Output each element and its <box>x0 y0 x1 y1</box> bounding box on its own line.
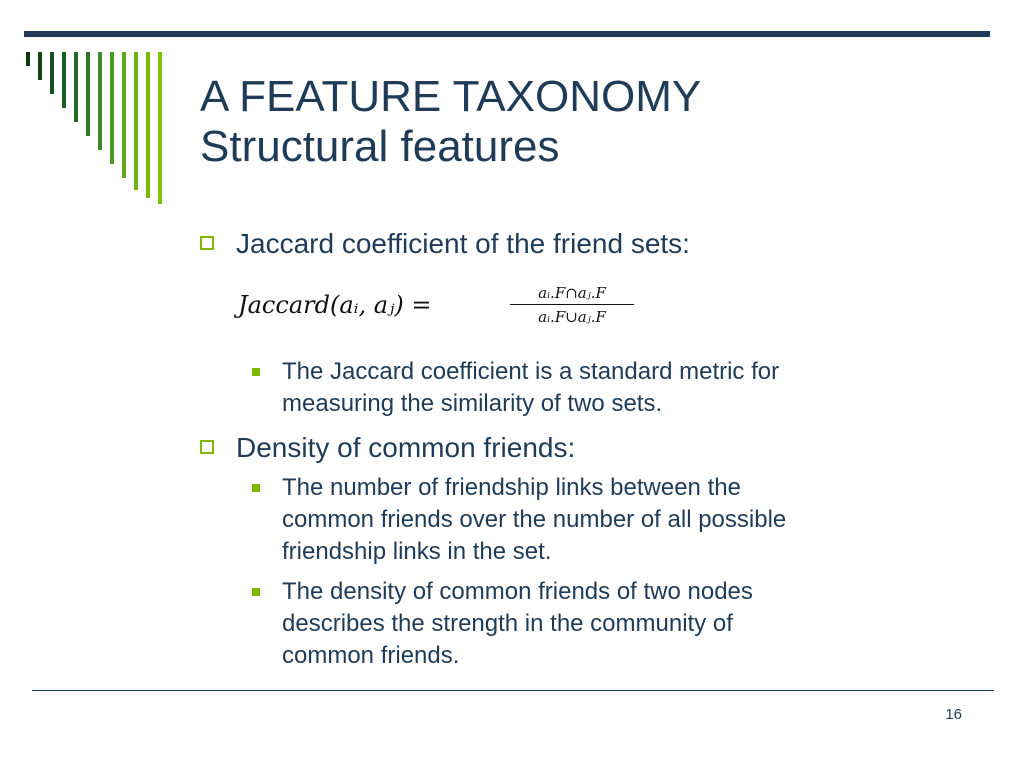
sub-bullet-line: common friends over the number of all po… <box>282 506 787 533</box>
sub-bullet-density-meaning: The density of common friends of two nod… <box>252 576 942 672</box>
formula-denominator: aᵢ.F∪aⱼ.F <box>538 308 606 326</box>
sub-bullet-text: The number of friendship links between t… <box>282 472 922 568</box>
sub-bullet-text: The Jaccard coefficient is a standard me… <box>282 356 922 420</box>
sub-bullet-text: The density of common friends of two nod… <box>282 576 922 672</box>
formula-fraction: aᵢ.F∩aⱼ.F aᵢ.F∪aⱼ.F <box>510 284 634 326</box>
sub-bullet-line: measuring the similarity of two sets. <box>282 390 663 417</box>
fraction-bar <box>510 304 634 305</box>
sub-bullet-line: The Jaccard coefficient is a standard me… <box>282 358 780 385</box>
bottom-rule <box>32 690 994 691</box>
hollow-square-bullet-icon <box>200 236 214 250</box>
sub-bullet-line: friendship links in the set. <box>282 538 552 565</box>
formula-numerator: aᵢ.F∩aⱼ.F <box>538 284 606 302</box>
decorative-bar <box>110 52 114 164</box>
filled-square-bullet-icon <box>252 368 260 376</box>
filled-square-bullet-icon <box>252 484 260 492</box>
sub-bullet-density-definition: The number of friendship links between t… <box>252 472 942 568</box>
title-line-1: A FEATURE TAXONOMY <box>200 72 702 121</box>
decorative-bar <box>26 52 30 66</box>
decorative-bar <box>62 52 66 108</box>
decorative-bar <box>134 52 138 190</box>
decorative-bars <box>0 0 170 210</box>
sub-bullet-line: describes the strength in the community … <box>282 610 733 637</box>
decorative-bar <box>50 52 54 94</box>
decorative-bar <box>122 52 126 178</box>
sub-bullet-line: common friends. <box>282 642 460 669</box>
decorative-bar <box>74 52 78 122</box>
sub-bullet-line: The density of common friends of two nod… <box>282 578 753 605</box>
bullet-jaccard-label: Jaccard coefficient of the friend sets: <box>236 228 690 259</box>
sub-bullet-jaccard-metric: The Jaccard coefficient is a standard me… <box>252 356 942 420</box>
title-line-2: Structural features <box>200 122 560 171</box>
decorative-bar <box>38 52 42 80</box>
formula-lhs: Jaccard(aᵢ, aⱼ) = <box>238 291 432 319</box>
decorative-bar <box>158 52 162 204</box>
slide-title: A FEATURE TAXONOMY Structural features <box>200 72 701 172</box>
decorative-bar <box>86 52 90 136</box>
hollow-square-bullet-icon <box>200 440 214 454</box>
decorative-bar <box>146 52 150 198</box>
top-rule <box>24 31 990 37</box>
bullet-density-label: Density of common friends: <box>236 432 576 463</box>
decorative-bar <box>98 52 102 150</box>
sub-bullet-line: The number of friendship links between t… <box>282 474 741 501</box>
filled-square-bullet-icon <box>252 588 260 596</box>
page-number: 16 <box>945 706 962 723</box>
